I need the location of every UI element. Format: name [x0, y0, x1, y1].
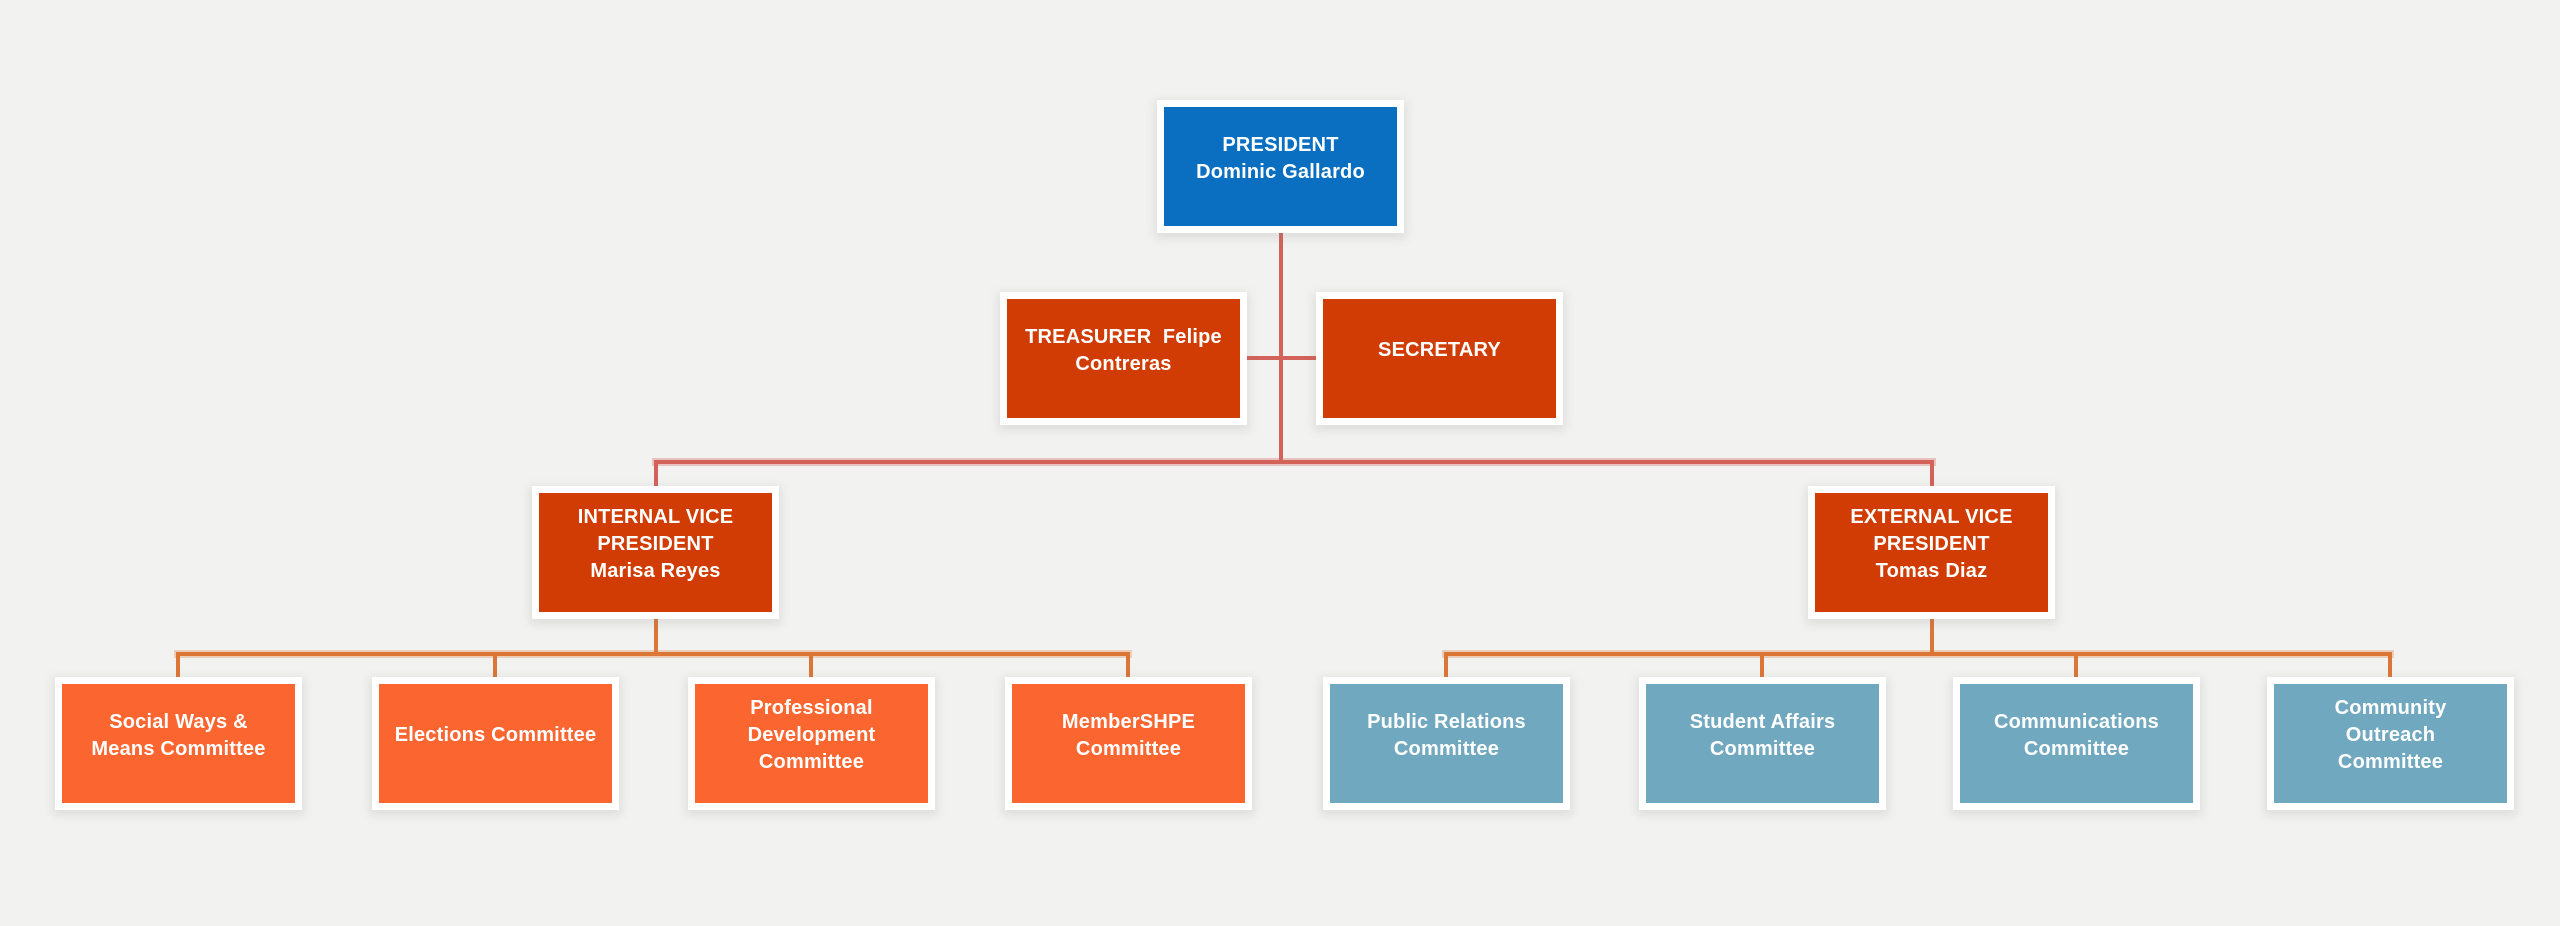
connector-drop-prof-dev: [809, 652, 813, 685]
node-membershpe-committee-label: MemberSHPE Committee: [1061, 710, 1196, 760]
node-community-outreach-committee-label: Community Outreach Committee: [2334, 697, 2447, 773]
node-elections-committee-label: Elections Committee: [394, 724, 597, 746]
node-treasurer-label: TREASURER Felipe Contreras: [1025, 325, 1222, 375]
node-professional-development-committee: Professional Development Committee: [695, 684, 928, 803]
connector-drop-social-ways: [176, 652, 180, 685]
node-president: PRESIDENT Dominic Gallardo: [1164, 107, 1397, 226]
connector-external-vp-stem: [1930, 612, 1934, 656]
connector-drop-membershpe: [1126, 652, 1130, 685]
node-social-ways-means-committee-label: Social Ways & Means Committee: [91, 710, 266, 760]
node-communications-committee-label: Communications Committee: [1993, 710, 2160, 760]
node-internal-vice-president: INTERNAL VICE PRESIDENT Marisa Reyes: [539, 493, 772, 612]
node-membershpe-committee: MemberSHPE Committee: [1012, 684, 1245, 803]
connector-internal-vp-drop: [654, 460, 658, 494]
node-internal-vice-president-label: INTERNAL VICE PRESIDENT Marisa Reyes: [577, 506, 734, 582]
node-treasurer: TREASURER Felipe Contreras: [1007, 299, 1240, 418]
connector-external-vp-drop: [1930, 460, 1934, 494]
connector-internal-distribution-line: [176, 652, 1130, 656]
connector-vp-distribution-line: [654, 460, 1934, 464]
node-public-relations-committee: Public Relations Committee: [1330, 684, 1563, 803]
node-external-vice-president-label: EXTERNAL VICE PRESIDENT Tomas Diaz: [1850, 506, 2013, 582]
node-student-affairs-committee-label: Student Affairs Committee: [1689, 710, 1836, 760]
connector-drop-student-affairs: [1760, 652, 1764, 685]
connector-treasurer-secretary: [1241, 356, 1323, 360]
node-secretary-label: SECRETARY: [1378, 339, 1501, 361]
node-external-vice-president: EXTERNAL VICE PRESIDENT Tomas Diaz: [1815, 493, 2048, 612]
connector-drop-elections: [493, 652, 497, 685]
node-communications-committee: Communications Committee: [1960, 684, 2193, 803]
node-president-label: PRESIDENT Dominic Gallardo: [1196, 133, 1365, 183]
node-elections-committee: Elections Committee: [379, 684, 612, 803]
node-social-ways-means-committee: Social Ways & Means Committee: [62, 684, 295, 803]
connector-drop-communications: [2074, 652, 2078, 685]
connector-president-trunk: [1279, 226, 1283, 462]
node-professional-development-committee-label: Professional Development Committee: [747, 697, 876, 773]
connector-drop-public-relations: [1444, 652, 1448, 685]
connector-drop-community-outreach: [2388, 652, 2392, 685]
connector-internal-vp-stem: [654, 612, 658, 656]
node-community-outreach-committee: Community Outreach Committee: [2274, 684, 2507, 803]
node-student-affairs-committee: Student Affairs Committee: [1646, 684, 1879, 803]
node-public-relations-committee-label: Public Relations Committee: [1367, 710, 1526, 760]
node-secretary: SECRETARY: [1323, 299, 1556, 418]
connector-external-distribution-line: [1444, 652, 2392, 656]
